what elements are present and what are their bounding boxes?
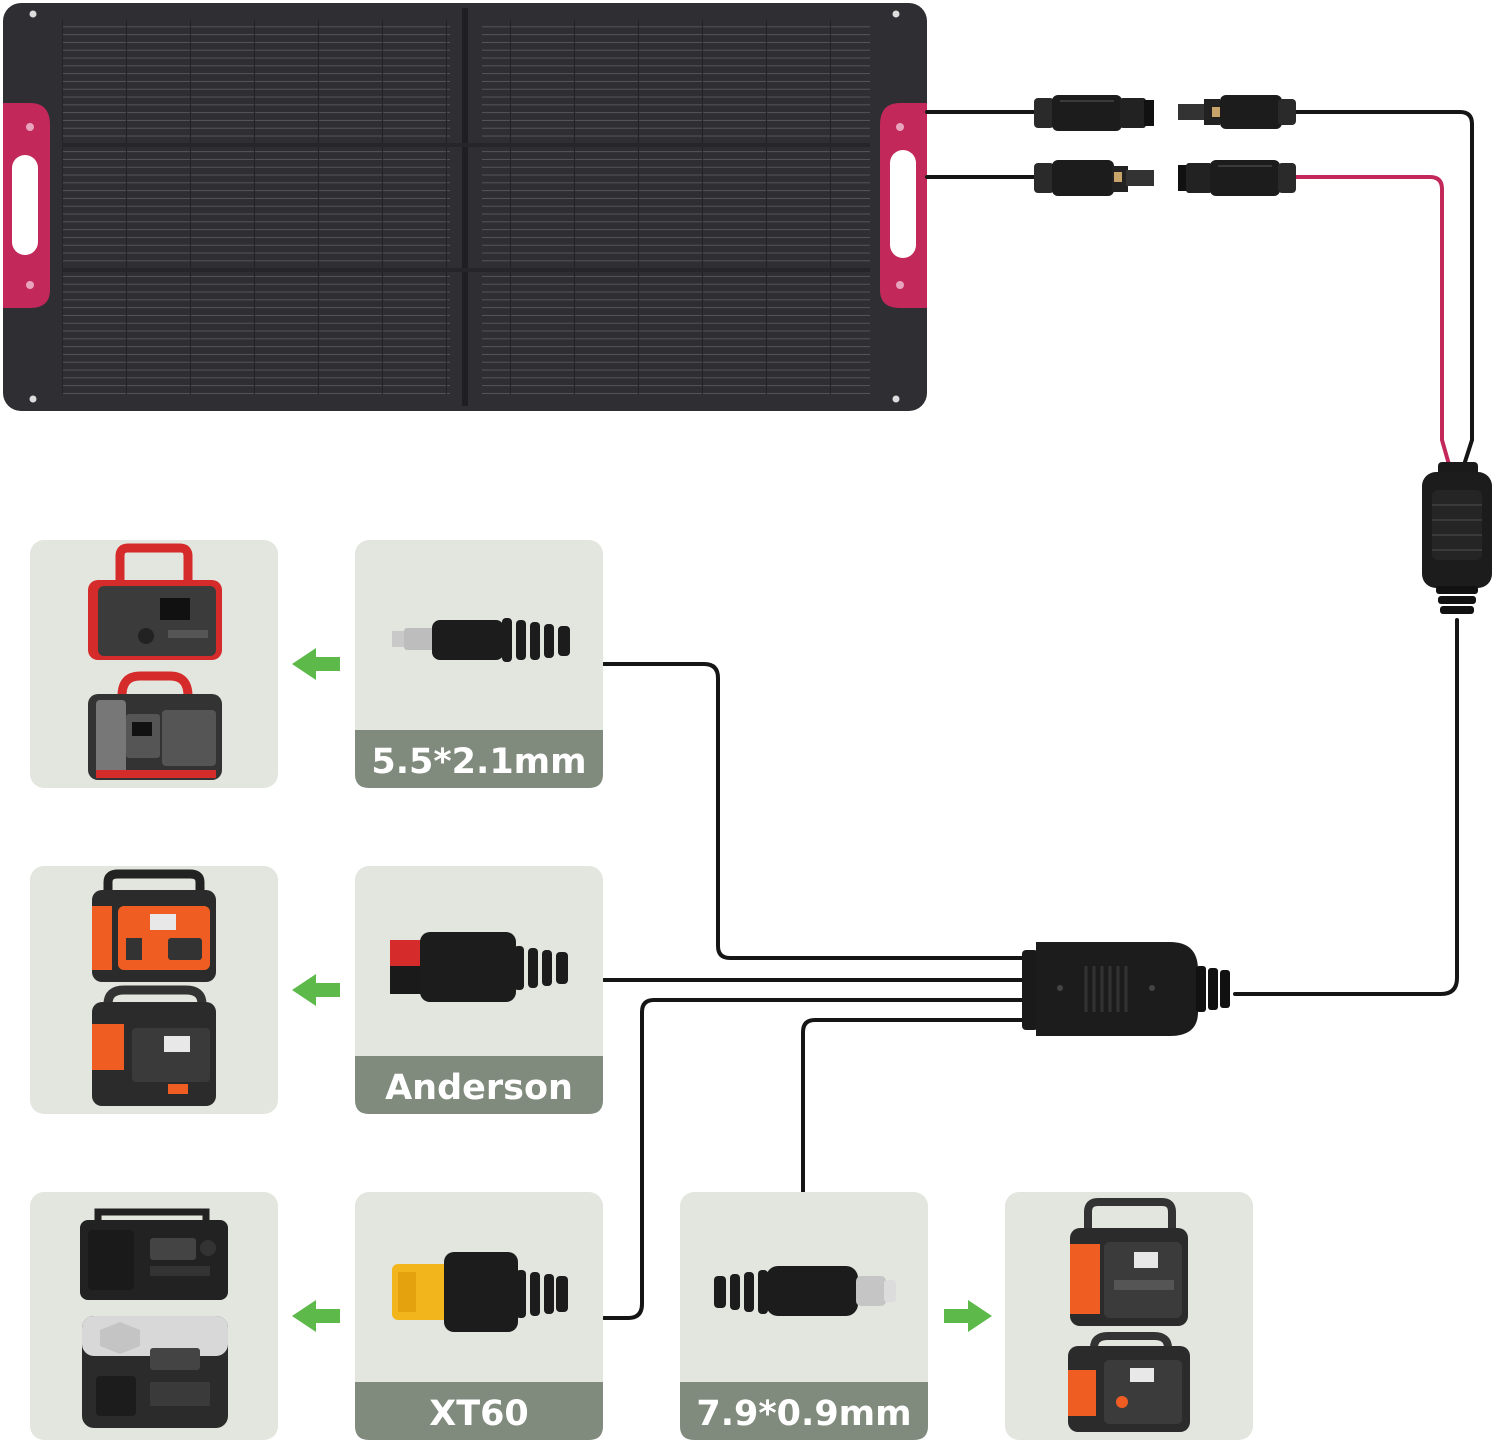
power-station-icon: [92, 985, 216, 1106]
arrow-icon: [292, 1300, 340, 1332]
grommet: [29, 395, 37, 403]
cable-to-dc7909: [801, 1018, 1027, 1194]
mc4-female-connector-icon: [1178, 95, 1296, 129]
power-station-icon: [82, 1316, 228, 1428]
connector-label-text: 5.5*2.1mm: [371, 742, 586, 782]
splitter-hub-icon: [1022, 942, 1230, 1036]
solar-panel-icon: [3, 3, 927, 411]
grommet: [29, 10, 37, 18]
solar-panel-cells-left: [62, 20, 450, 394]
cable-to-dc5521: [602, 662, 1027, 960]
y-cable-black: [1293, 110, 1474, 470]
dc-plug-icon: [392, 618, 570, 662]
power-station-icon: [92, 869, 216, 982]
power-station-icon: [1070, 1198, 1188, 1326]
y-splitter-icon: [1422, 462, 1492, 614]
cables: [602, 110, 1474, 1320]
connector-card: [355, 540, 603, 788]
mc4-male-connector-icon: [1034, 95, 1154, 131]
power-station-icon: [88, 671, 222, 780]
solar-panel-cells-right: [482, 20, 870, 394]
right-handle: [880, 103, 927, 308]
connector-label-text: XT60: [429, 1394, 529, 1434]
grommet: [892, 10, 900, 18]
power-station-icon: [88, 543, 222, 660]
power-station-icon: [80, 1208, 228, 1300]
mc4-female-connector-icon: [1034, 160, 1154, 196]
connector-label-anderson: Anderson: [355, 1056, 603, 1114]
connector-label-dc5521: 5.5*2.1mm: [355, 730, 603, 788]
y-cable-pink: [1293, 175, 1452, 470]
power-station-icon: [1068, 1332, 1190, 1432]
anderson-plug-icon: [390, 932, 568, 1002]
dc-plug-icon: [714, 1266, 896, 1316]
connector-label-text: Anderson: [385, 1068, 573, 1108]
connector-label-text: 7.9*0.9mm: [696, 1394, 911, 1434]
cable-to-xt60: [602, 998, 1027, 1320]
connector-label-dc7909: 7.9*0.9mm: [680, 1382, 928, 1440]
arrow-icon: [944, 1300, 992, 1332]
grommet: [892, 395, 900, 403]
left-handle: [3, 103, 50, 308]
xt60-plug-icon: [392, 1252, 568, 1332]
trunk-cable: [1233, 618, 1459, 996]
arrow-icon: [292, 648, 340, 680]
arrow-icon: [292, 974, 340, 1006]
mc4-male-connector-icon: [1178, 160, 1296, 196]
connector-label-xt60: XT60: [355, 1382, 603, 1440]
